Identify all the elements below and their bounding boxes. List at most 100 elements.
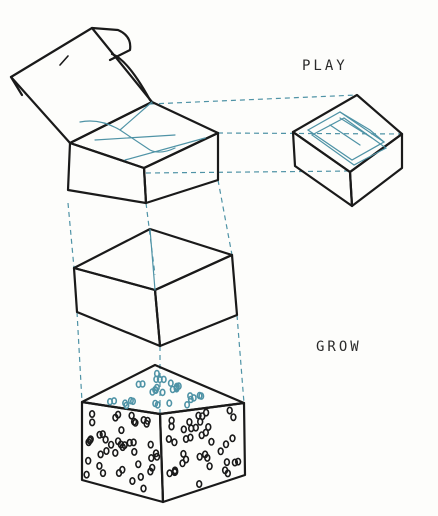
play-box-card-line-2 [339, 117, 373, 139]
soil-speckle [196, 391, 203, 400]
soil-speckle [107, 397, 114, 406]
soil-speckle [180, 425, 188, 434]
soil-speckle [135, 460, 142, 469]
soil-speckle [86, 436, 94, 445]
soil-speckle [234, 457, 242, 466]
soil-speckle [88, 409, 96, 418]
soil-speckle [156, 375, 163, 384]
soil-speckle [114, 410, 122, 419]
soil-speckle [196, 452, 203, 461]
middle-box-blue-edge [149, 228, 156, 291]
open-box-lid-edge [9, 75, 24, 97]
soil-speckle [154, 401, 161, 409]
open-box-insert-line-1 [94, 134, 176, 141]
open-box-insert-line-2 [119, 101, 153, 131]
grow-label: GROW [316, 339, 362, 355]
open-box-side [142, 131, 220, 205]
soil-speckle [140, 484, 147, 493]
guide-lines [67, 94, 403, 414]
soil-speckle [88, 418, 96, 427]
soil-speckle [119, 465, 126, 474]
middle-box [72, 227, 239, 348]
soil-speckle [96, 430, 103, 439]
open-box-lid-flap [90, 26, 132, 62]
soil-speckle [208, 437, 215, 446]
soil-speckle [130, 438, 137, 447]
soil-box [80, 363, 247, 504]
soil-speckle [165, 434, 173, 443]
soil-speckle [205, 422, 212, 431]
soil-speckle [224, 469, 232, 478]
soil-speckle [127, 396, 134, 405]
soil-speckle [180, 449, 187, 458]
soil-speckle [226, 406, 233, 415]
soil-speckle [137, 472, 145, 481]
soil-speckle [153, 383, 160, 392]
soil-speckle [112, 448, 119, 457]
soil-speckle [188, 424, 195, 433]
play-box [291, 93, 404, 208]
soil-speckle [148, 453, 155, 462]
soil-speckle [102, 435, 109, 444]
soil-speckle [217, 447, 224, 456]
soil-speckle [206, 462, 213, 471]
soil-speckle [119, 443, 126, 452]
soil-speckle [171, 466, 179, 475]
soil-speckle [196, 479, 203, 488]
play-box-card-line [329, 124, 361, 146]
open-box-lid-crease [59, 55, 69, 66]
soil-speckle [153, 369, 160, 378]
play-box-side [348, 132, 404, 208]
open-box-insert-curve [79, 120, 176, 153]
soil-speckle [118, 426, 125, 435]
soil-speckle [97, 450, 104, 459]
soil-speckle [166, 469, 173, 478]
middle-box-side [153, 253, 239, 348]
soil-speckle [199, 412, 206, 421]
soil-speckle [187, 395, 194, 404]
play-box-card-fold [339, 111, 385, 143]
soil-speckle [135, 380, 142, 389]
soil-speckle [166, 399, 173, 408]
soil-speckle [186, 417, 193, 426]
soil-speckle [83, 470, 90, 479]
soil-speckle [159, 388, 166, 397]
soil-speckle [147, 440, 154, 449]
open-box-front [66, 141, 148, 205]
soil-box-side [158, 401, 247, 504]
soil-speckle [187, 433, 194, 442]
soil-speckle [201, 450, 209, 459]
soil-speckle [85, 438, 92, 447]
soil-speckle [152, 449, 160, 458]
soil-speckle [96, 461, 103, 470]
soil-speckle [129, 476, 136, 485]
open-box-hinge [110, 52, 152, 102]
soil-speckle [168, 416, 175, 425]
soil-speckle [126, 438, 133, 447]
play-box-card-2 [310, 117, 388, 166]
open-box-rim [68, 100, 220, 170]
soil-speckle [132, 418, 139, 427]
soil-speckle [223, 458, 231, 467]
soil-speckle [147, 467, 154, 476]
middle-box-front [72, 266, 162, 348]
soil-speckle [190, 394, 197, 402]
soil-speckle [173, 384, 180, 393]
soil-speckle [84, 456, 92, 465]
soil-side-dots [83, 406, 242, 493]
soil-speckle [222, 440, 230, 449]
soil-speckle [171, 438, 178, 447]
open-box [9, 26, 220, 205]
soil-speckle [107, 440, 115, 449]
soil-speckle [122, 399, 129, 408]
soil-speckle [143, 419, 150, 428]
soil-speckle [231, 458, 239, 467]
play-label: PLAY [302, 58, 348, 74]
soil-speckle [184, 400, 191, 409]
soil-speckle [114, 437, 122, 446]
soil-top-dots [107, 369, 205, 410]
soil-speckle [103, 446, 110, 455]
soil-speckle [229, 434, 236, 443]
